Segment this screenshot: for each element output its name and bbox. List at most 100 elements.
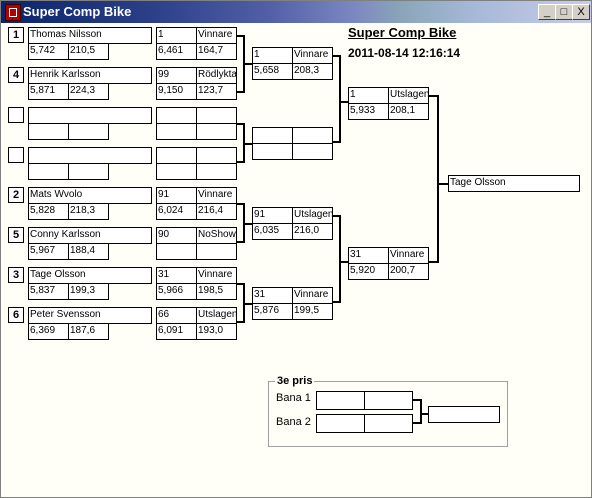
r2-speed-field[interactable]: 164,7 — [196, 43, 237, 60]
rider-name-field[interactable]: Tage Olsson — [28, 267, 152, 284]
rider-time-field[interactable]: 5,837 — [28, 283, 69, 300]
rider-time-field[interactable]: 5,967 — [28, 243, 69, 260]
r3-speed-field[interactable]: 208,3 — [292, 63, 333, 80]
r3-time-field[interactable]: 5,658 — [252, 63, 293, 80]
minimize-button[interactable]: _ — [538, 4, 556, 20]
r2-result-field[interactable]: Utslagen — [196, 307, 237, 324]
r3-number-field[interactable]: 91 — [252, 207, 293, 224]
rider-name-field[interactable]: Henrik Karlsson — [28, 67, 152, 84]
r2-number-field[interactable]: 66 — [156, 307, 197, 324]
bracket-line — [333, 55, 340, 57]
sf-time-field[interactable]: 5,933 — [348, 103, 389, 120]
r2-speed-field[interactable]: 216,4 — [196, 203, 237, 220]
rider-name-field[interactable] — [28, 107, 152, 124]
r3-number-field[interactable]: 1 — [252, 47, 293, 64]
rider-name-field[interactable]: Mats Wvolo — [28, 187, 152, 204]
rider-speed-field[interactable]: 218,3 — [68, 203, 109, 220]
rider-speed-field[interactable]: 210,5 — [68, 43, 109, 60]
rider-time-field[interactable]: 5,742 — [28, 43, 69, 60]
sf-result-field[interactable]: Utslagen — [388, 87, 429, 104]
rider-time-field[interactable] — [28, 163, 69, 180]
r2-time-field[interactable] — [156, 123, 197, 140]
sf-speed-field[interactable]: 208,1 — [388, 103, 429, 120]
maximize-button[interactable]: □ — [555, 4, 573, 20]
sf-number-field[interactable]: 31 — [348, 247, 389, 264]
bracket-line — [237, 241, 244, 243]
r2-result-field[interactable]: Vinnare — [196, 27, 237, 44]
r3-speed-field[interactable]: 216,0 — [292, 223, 333, 240]
sf-speed-field[interactable]: 200,7 — [388, 263, 429, 280]
r2-time-field[interactable] — [156, 243, 197, 260]
r2-number-field[interactable] — [156, 107, 197, 124]
r3-number-field[interactable] — [252, 127, 293, 144]
rider-speed-field[interactable] — [68, 163, 109, 180]
r2-result-field[interactable]: Rödlykta — [196, 67, 237, 84]
r2-number-field[interactable]: 99 — [156, 67, 197, 84]
r3-number-field[interactable]: 31 — [252, 287, 293, 304]
rider-name-field[interactable]: Thomas Nilsson — [28, 27, 152, 44]
r2-speed-field[interactable] — [196, 123, 237, 140]
bracket-line — [237, 203, 244, 205]
seed-badge: 2 — [8, 187, 24, 203]
r2-number-field[interactable] — [156, 147, 197, 164]
r2-time-field[interactable]: 9,150 — [156, 83, 197, 100]
bracket-line — [339, 261, 348, 263]
r2-time-field[interactable] — [156, 163, 197, 180]
bracket-line — [333, 215, 340, 217]
bracket-line — [339, 101, 348, 103]
r3-result-field[interactable]: Utslagen — [292, 207, 333, 224]
r3-time-field[interactable]: 5,876 — [252, 303, 293, 320]
close-button[interactable]: X — [572, 4, 590, 20]
tp-winner-field[interactable] — [428, 406, 500, 423]
rider-time-field[interactable] — [28, 123, 69, 140]
rider-time-field[interactable]: 5,871 — [28, 83, 69, 100]
rider-name-field[interactable] — [28, 147, 152, 164]
r2-result-field[interactable] — [196, 107, 237, 124]
r3-time-field[interactable]: 6,035 — [252, 223, 293, 240]
bracket-line — [237, 321, 244, 323]
r3-speed-field[interactable]: 199,5 — [292, 303, 333, 320]
r2-result-field[interactable]: NoShow — [196, 227, 237, 244]
r3-speed-field[interactable] — [292, 143, 333, 160]
r3-result-field[interactable]: Vinnare — [292, 287, 333, 304]
tp-lane1-result-field[interactable] — [364, 391, 413, 410]
rider-name-field[interactable]: Peter Svensson — [28, 307, 152, 324]
rider-name-field[interactable]: Conny Karlsson — [28, 227, 152, 244]
r2-result-field[interactable]: Vinnare — [196, 267, 237, 284]
tp-lane1-number-field[interactable] — [316, 391, 365, 410]
rider-time-field[interactable]: 5,828 — [28, 203, 69, 220]
sf-result-field[interactable]: Vinnare — [388, 247, 429, 264]
rider-time-field[interactable]: 6,369 — [28, 323, 69, 340]
r2-time-field[interactable]: 6,024 — [156, 203, 197, 220]
rider-speed-field[interactable] — [68, 123, 109, 140]
app-icon[interactable] — [5, 4, 21, 21]
rider-speed-field[interactable]: 187,6 — [68, 323, 109, 340]
bracket-line — [429, 95, 438, 97]
r2-number-field[interactable]: 1 — [156, 27, 197, 44]
r2-speed-field[interactable]: 123,7 — [196, 83, 237, 100]
r3-result-field[interactable]: Vinnare — [292, 47, 333, 64]
r2-number-field[interactable]: 91 — [156, 187, 197, 204]
r2-result-field[interactable] — [196, 147, 237, 164]
tp-lane2-number-field[interactable] — [316, 414, 365, 433]
r2-result-field[interactable]: Vinnare — [196, 187, 237, 204]
title-bar[interactable]: Super Comp Bike _ □ X — [1, 1, 591, 23]
r3-time-field[interactable] — [252, 143, 293, 160]
final-winner-field[interactable]: Tage Olsson — [448, 175, 580, 192]
sf-number-field[interactable]: 1 — [348, 87, 389, 104]
tp-lane2-result-field[interactable] — [364, 414, 413, 433]
r2-number-field[interactable]: 31 — [156, 267, 197, 284]
r2-time-field[interactable]: 5,966 — [156, 283, 197, 300]
r2-speed-field[interactable] — [196, 163, 237, 180]
rider-speed-field[interactable]: 188,4 — [68, 243, 109, 260]
r2-time-field[interactable]: 6,091 — [156, 323, 197, 340]
rider-speed-field[interactable]: 199,3 — [68, 283, 109, 300]
sf-time-field[interactable]: 5,920 — [348, 263, 389, 280]
r2-speed-field[interactable] — [196, 243, 237, 260]
r2-speed-field[interactable]: 198,5 — [196, 283, 237, 300]
rider-speed-field[interactable]: 224,3 — [68, 83, 109, 100]
r2-time-field[interactable]: 6,461 — [156, 43, 197, 60]
r2-speed-field[interactable]: 193,0 — [196, 323, 237, 340]
r3-result-field[interactable] — [292, 127, 333, 144]
r2-number-field[interactable]: 90 — [156, 227, 197, 244]
